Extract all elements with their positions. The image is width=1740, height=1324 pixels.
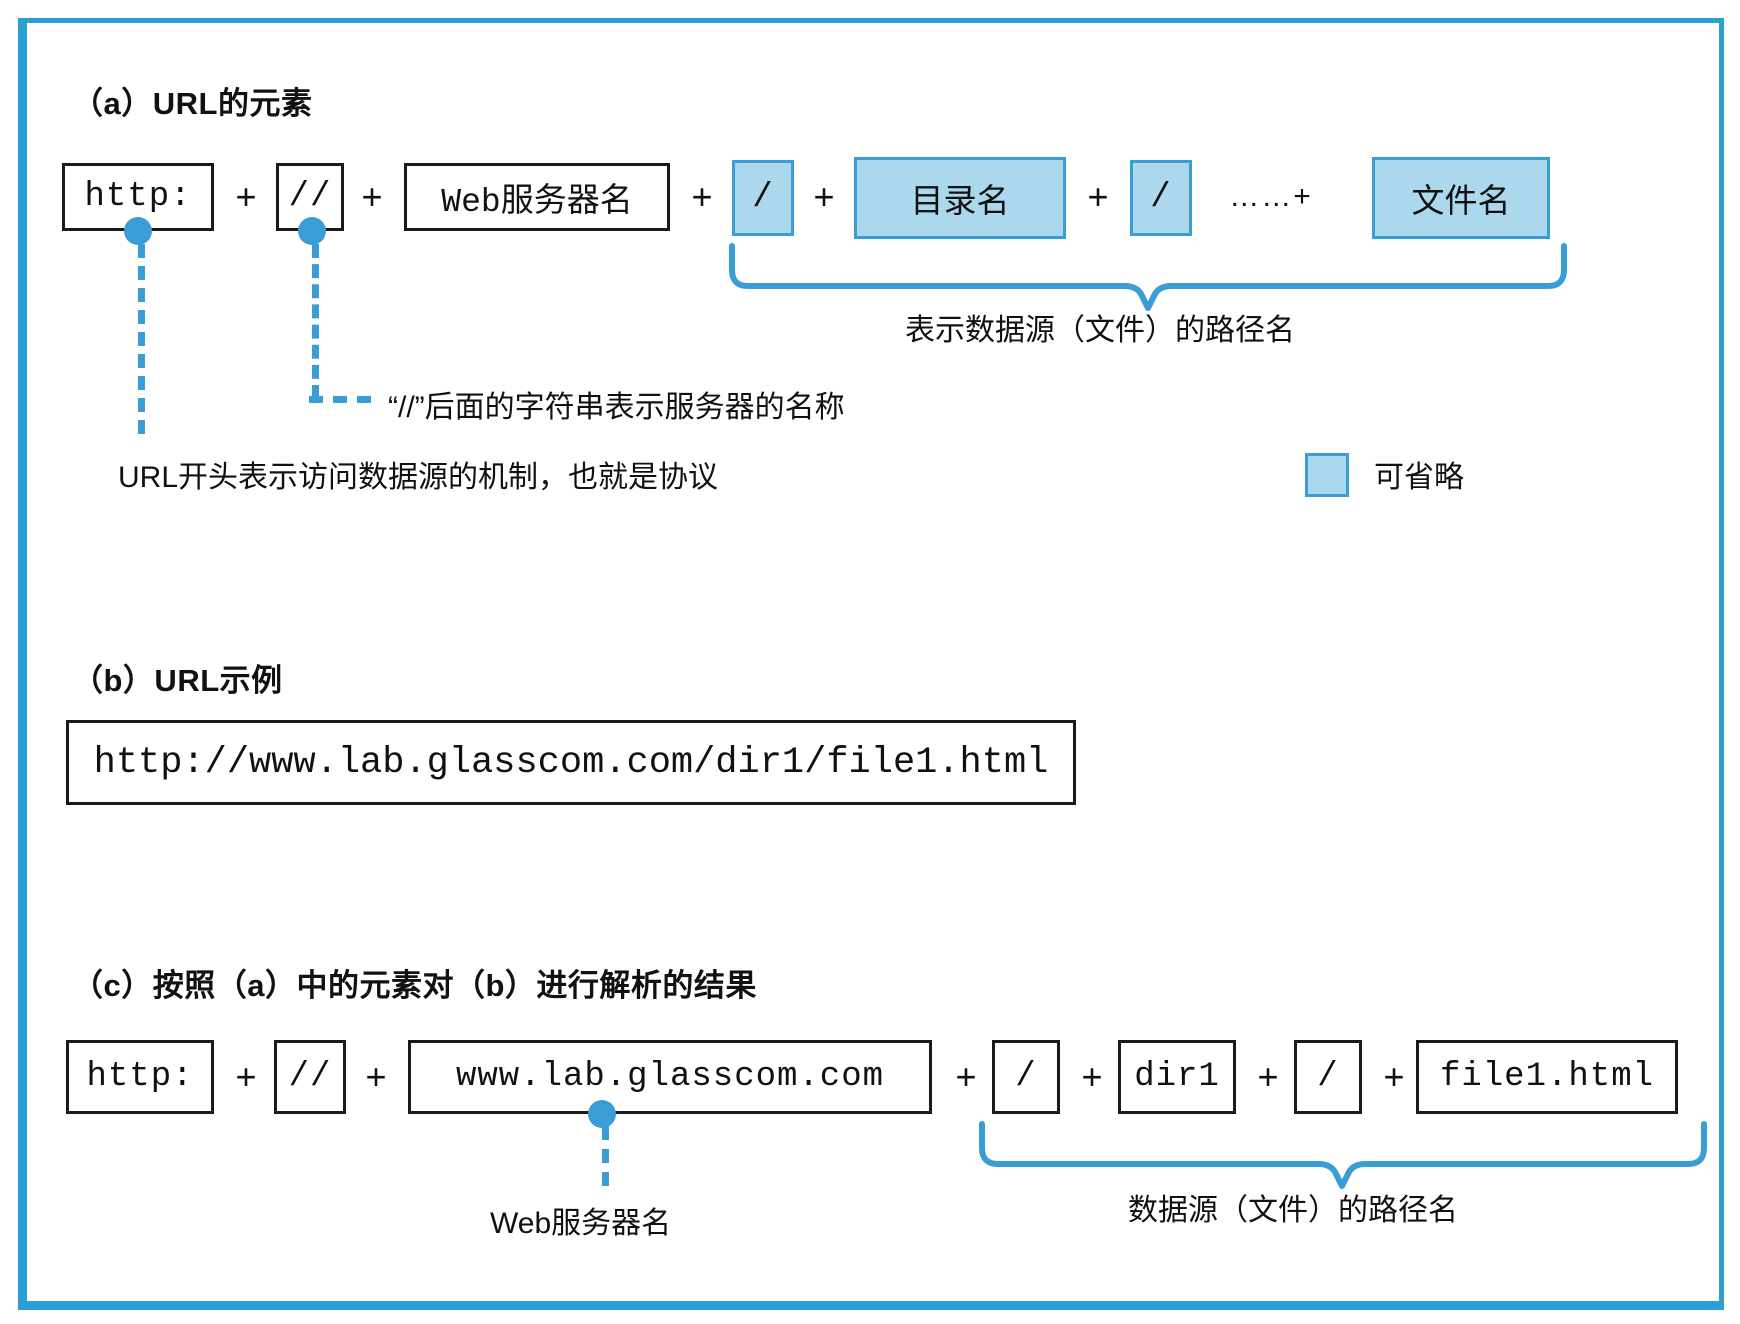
callout-dot-server-c xyxy=(588,1100,616,1128)
operator-c-plus-2: + xyxy=(365,1056,387,1097)
box-c-scheme: http: xyxy=(66,1040,214,1114)
box-a-file-name: 文件名 xyxy=(1372,157,1550,239)
path-brace-a xyxy=(729,243,1567,311)
box-a-server-name: Web服务器名 xyxy=(404,163,670,231)
box-c-slashes: // xyxy=(274,1040,346,1114)
box-a-slash-1: / xyxy=(732,160,794,236)
operator-ellipsis-plus: ……+ xyxy=(1229,180,1313,213)
path-brace-label-c: 数据源（文件）的路径名 xyxy=(1128,1194,1458,1227)
box-c-directory: dir1 xyxy=(1118,1040,1236,1114)
frame-right-border xyxy=(1719,18,1724,1306)
annotation-protocol-text: URL开头表示访问数据源的机制，也就是协议 xyxy=(118,461,719,494)
frame-bottom-border xyxy=(18,1301,1724,1310)
box-b-url-example: http://www.lab.glasscom.com/dir1/file1.h… xyxy=(66,720,1076,805)
box-c-server-name: www.lab.glasscom.com xyxy=(408,1040,932,1114)
box-c-slash-2: / xyxy=(1294,1040,1362,1114)
operator-plus-4: + xyxy=(813,176,835,217)
path-brace-label-a: 表示数据源（文件）的路径名 xyxy=(905,314,1295,347)
frame-left-border xyxy=(18,18,27,1306)
legend-optional-label: 可省略 xyxy=(1374,461,1464,494)
operator-c-plus-6: + xyxy=(1383,1056,1405,1097)
section-c-title: （c）按照（a）中的元素对（b）进行解析的结果 xyxy=(72,968,757,1003)
operator-plus-1: + xyxy=(235,176,257,217)
callout-dot-scheme xyxy=(124,217,152,245)
section-a-title: （a）URL的元素 xyxy=(72,86,313,121)
legend-optional-swatch xyxy=(1305,453,1349,497)
annotation-scheme-text: “//”后面的字符串表示服务器的名称 xyxy=(388,391,845,424)
section-b-title: （b）URL示例 xyxy=(72,663,283,698)
operator-c-plus-4: + xyxy=(1081,1056,1103,1097)
box-a-slash-2: / xyxy=(1130,160,1192,236)
operator-c-plus-1: + xyxy=(235,1056,257,1097)
operator-plus-3: + xyxy=(691,176,713,217)
callout-dot-slashes xyxy=(298,217,326,245)
path-brace-c xyxy=(979,1121,1707,1189)
callout-line-slashes-vertical xyxy=(312,244,319,399)
callout-line-scheme xyxy=(138,244,145,434)
callout-line-server-c xyxy=(602,1126,609,1186)
annotation-server-name-c: Web服务器名 xyxy=(490,1207,672,1240)
box-c-slash-1: / xyxy=(992,1040,1060,1114)
box-a-directory-name: 目录名 xyxy=(854,157,1066,239)
operator-plus-2: + xyxy=(361,176,383,217)
callout-line-slashes-horizontal xyxy=(309,396,371,403)
frame-top-border xyxy=(18,18,1724,23)
box-c-file-name: file1.html xyxy=(1416,1040,1678,1114)
operator-c-plus-5: + xyxy=(1257,1056,1279,1097)
operator-c-plus-3: + xyxy=(955,1056,977,1097)
operator-plus-5: + xyxy=(1087,176,1109,217)
